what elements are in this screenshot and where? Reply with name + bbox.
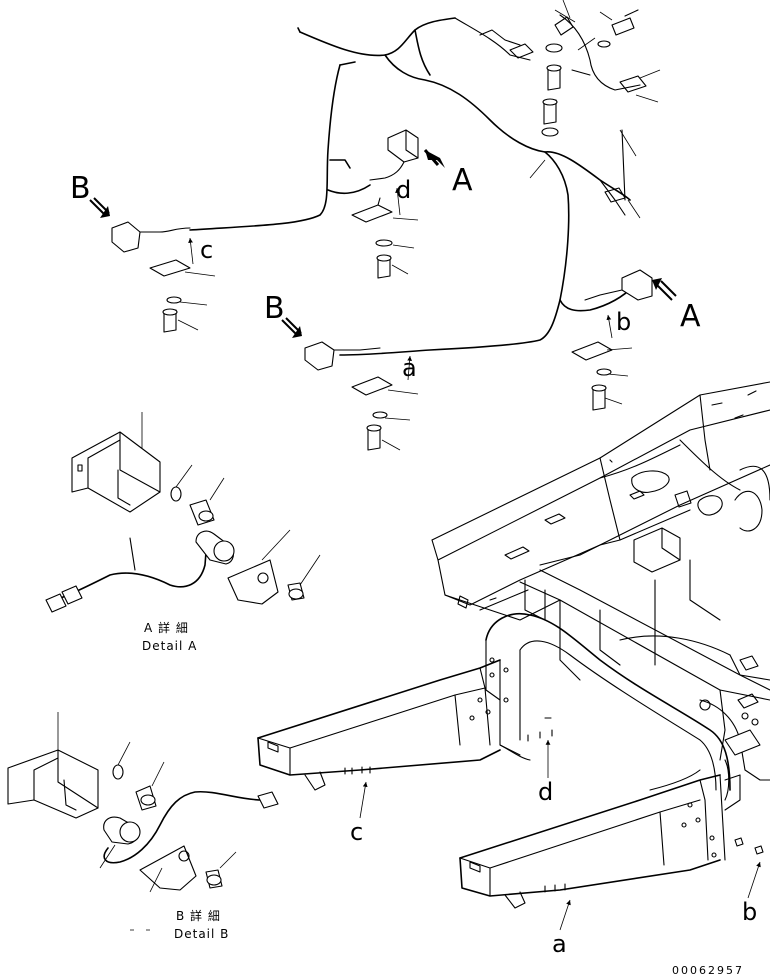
label-d-upper: d	[396, 176, 411, 204]
detail-b-caption: B 詳 細 Detail B	[130, 908, 229, 941]
sensor-b-left	[111, 221, 191, 333]
label-a-right: A	[680, 299, 701, 334]
label-d-frame: d	[538, 778, 553, 806]
sensor-a-right	[571, 269, 653, 411]
label-c-upper: c	[200, 236, 213, 264]
sensor-a-upper	[351, 129, 419, 279]
label-a-lower: a	[402, 354, 417, 382]
drawing-number: 00062957	[672, 964, 744, 977]
label-b-left: B	[70, 171, 91, 206]
label-a-frame: a	[552, 930, 567, 958]
label-b-mid: B	[264, 291, 285, 326]
wiring-harness	[189, 14, 647, 356]
detail-a-parts	[45, 412, 321, 613]
sensor-b-mid	[304, 341, 393, 451]
top-right-bolts	[541, 9, 639, 137]
label-b-right: b	[616, 308, 631, 336]
detail-a-caption: A 詳 細 Detail A	[142, 620, 197, 653]
callout-letters: A B B A d c a b d c a b	[70, 163, 757, 958]
detail-b-en-label: Detail B	[174, 927, 229, 941]
label-a-upper: A	[452, 163, 473, 198]
detail-b-parts	[7, 712, 279, 893]
label-c-frame: c	[350, 818, 363, 846]
label-b-frame: b	[742, 898, 757, 926]
frame-callout-arrows	[359, 740, 761, 931]
detail-b-jp-label: B 詳 細	[176, 908, 221, 923]
callout-arrows	[89, 149, 677, 381]
leader-lines-upper	[177, 0, 661, 451]
frame-assembly	[257, 381, 770, 909]
detail-a-jp-label: A 詳 細	[144, 620, 189, 635]
detail-a-en-label: Detail A	[142, 639, 197, 653]
